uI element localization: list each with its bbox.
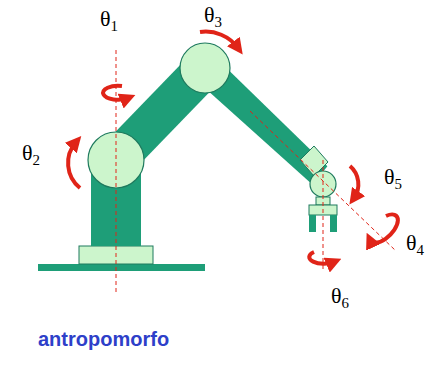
elbow-joint bbox=[180, 43, 230, 93]
rotation-arrow bbox=[200, 32, 238, 48]
joint-angle-label: θ5 bbox=[384, 164, 402, 194]
rotation-arrow bbox=[350, 166, 358, 198]
rotation-arrow bbox=[309, 252, 334, 264]
rotation-arrows bbox=[68, 32, 398, 264]
joint-angle-label: θ3 bbox=[204, 2, 222, 32]
joint-angle-label: θ1 bbox=[100, 6, 118, 36]
axis-line bbox=[323, 160, 324, 270]
gripper-finger bbox=[309, 215, 316, 232]
joint-angle-label: θ4 bbox=[406, 230, 424, 260]
rotation-arrow bbox=[370, 214, 398, 242]
gripper-finger bbox=[330, 215, 337, 232]
base-plate bbox=[38, 264, 205, 271]
axis-line bbox=[250, 111, 396, 251]
caption: antropomorfo bbox=[38, 328, 169, 351]
joint-angle-label: θ6 bbox=[331, 283, 349, 313]
joint-angle-label: θ2 bbox=[22, 140, 40, 170]
rotation-arrow bbox=[103, 86, 128, 100]
rotation-arrow bbox=[68, 142, 80, 188]
